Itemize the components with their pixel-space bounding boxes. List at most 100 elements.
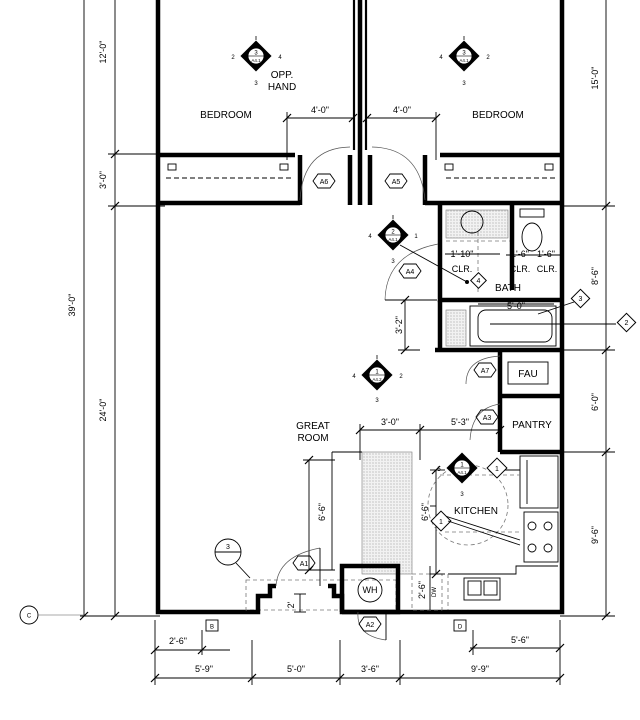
elev-3-left: 4 (368, 234, 372, 240)
room-label-great-2: ROOM (297, 433, 328, 444)
elev-5-left: 5 (437, 467, 441, 473)
dim-counter-3-0: 3'-0" (381, 417, 399, 427)
dim-kitchen-6-6: 6'-6" (420, 503, 430, 521)
elev-2-sheet: A4.1 (459, 58, 469, 63)
kitchen-block (303, 424, 559, 611)
elev-4-num: 1 (375, 370, 379, 376)
clr-label-3: CLR. (537, 264, 558, 274)
left-dimension-lines (79, 0, 165, 621)
bath-block (384, 205, 560, 355)
dim-3-6-bottom: 3'-6" (361, 664, 379, 674)
elev-3-right: 1 (414, 234, 418, 240)
elev-2-left: 4 (439, 55, 443, 61)
door-tag-a5 (384, 173, 408, 189)
dim-8-6: 8'-6" (590, 267, 600, 285)
elev-1-right: 4 (278, 55, 282, 61)
elevation-marker-3 (377, 215, 409, 251)
fau-pantry-block (465, 350, 560, 455)
elev-4-bottom: 3 (375, 398, 379, 404)
dim-15-0: 15'-0" (590, 67, 600, 90)
clr-label-1: CLR. (452, 264, 473, 274)
right-dimension-lines (560, 0, 615, 621)
door-tag-a3-label: A3 (483, 415, 492, 422)
room-label-fau: FAU (518, 369, 537, 380)
elev-3-num: 2 (391, 230, 395, 236)
dim-entry-2: 2' (286, 601, 296, 608)
dim-closet-left: 4'-0" (311, 105, 329, 115)
door-tag-a3 (475, 409, 499, 425)
dim-24-0: 24'-0" (98, 399, 108, 422)
dim-5-9-bottom: 5'-9" (195, 664, 213, 674)
room-label-kitchen: KITCHEN (454, 506, 498, 517)
elev-5-bottom: 3 (460, 492, 464, 498)
door-tag-a4-label: A4 (406, 269, 415, 276)
exterior-walls (155, 0, 565, 615)
elev-5-num: 1 (460, 463, 464, 469)
dim-2-6-bottom: 2'-6" (169, 636, 187, 646)
dim-9-9-bottom: 9'-9" (471, 664, 489, 674)
appliance-label-wh: WH (363, 585, 378, 595)
elevation-marker-5 (446, 452, 478, 484)
dim-pantry-5-3: 5'-3" (451, 417, 469, 427)
elev-4-right: 2 (399, 374, 403, 380)
dim-tub-5-0: 5'-0" (507, 301, 525, 311)
elev-5-sheet: A4.1 (457, 470, 467, 475)
bottom-dimension-lines (150, 620, 565, 685)
door-tag-a2 (358, 616, 382, 632)
dim-12-0: 12'-0" (98, 41, 108, 64)
room-label-bath: BATH (495, 283, 521, 294)
keynote-diamond-2 (616, 312, 637, 333)
keynote-diamond-2-label: 2 (625, 320, 629, 327)
elevation-marker-2 (448, 36, 480, 72)
elevation-marker-4 (361, 355, 393, 391)
clr-label-2: CLR. (510, 264, 531, 274)
dim-5-0-bottom: 5'-0" (287, 664, 305, 674)
elev-2-right: 2 (486, 55, 490, 61)
door-tag-a4 (398, 263, 422, 279)
keynote-diamond-3 (570, 288, 591, 309)
kitchen-keynote-diamond-1b (430, 510, 452, 532)
grid-label-c: C (27, 614, 32, 620)
elev-2-bottom: 3 (462, 81, 466, 87)
door-tag-a1-label: A1 (300, 561, 309, 568)
elev-2-num: 3 (462, 51, 466, 57)
door-tag-a1 (292, 555, 316, 571)
elevation-marker-1 (240, 36, 272, 72)
elev-1-left: 2 (231, 55, 235, 61)
dim-bath-3-2: 3'-2" (394, 316, 404, 334)
door-tag-a7 (473, 362, 497, 378)
door-tag-a5-label: A5 (392, 179, 401, 186)
door-tag-a2-label: A2 (366, 622, 375, 629)
grid-label-b: B (210, 625, 214, 631)
dim-bath-1-6-b: 1'-6" (537, 249, 555, 259)
dim-6-0: 6'-0" (590, 393, 600, 411)
bath-keynote-4 (470, 272, 487, 289)
grid-tag-d (453, 619, 467, 632)
kitchen-keynote-diamond-1 (486, 457, 508, 479)
dim-bath-1-6-a: 1'-6" (511, 249, 529, 259)
elev-4-left: 4 (352, 374, 356, 380)
room-label-bedroom-right: BEDROOM (472, 110, 524, 121)
opp-hand-label-1: OPP. (271, 70, 294, 81)
grid-tag-b (205, 619, 219, 632)
kitchen-keynote-diamond-1b-label: 1 (439, 519, 443, 526)
dim-39-0: 39'-0" (67, 294, 77, 317)
elev-4-sheet: A4.2 (372, 377, 382, 382)
elev-3-bottom: 3 (391, 259, 395, 265)
dim-great-6-6: 6'-6" (317, 503, 327, 521)
elev-1-bottom: 3 (254, 81, 258, 87)
room-label-great-1: GREAT (296, 421, 330, 432)
dim-5-6-bottom: 5'-6" (511, 635, 529, 645)
elev-3-sheet: A4.1 (388, 237, 398, 242)
room-label-pantry: PANTRY (512, 420, 552, 431)
grid-label-d: D (458, 625, 463, 631)
room-label-bedroom-left: BEDROOM (200, 110, 252, 121)
dim-bath-1-10: 1'-10" (451, 249, 474, 259)
dim-dw-2-6: 2'-6" (417, 581, 427, 599)
section-marker-3-label: 3 (226, 544, 230, 551)
bath-keynote-4-label: 4 (477, 278, 481, 285)
appliance-label-dw: DW (432, 587, 438, 597)
dim-3-0: 3'-0" (98, 171, 108, 189)
door-tag-a6-label: A6 (320, 179, 329, 186)
